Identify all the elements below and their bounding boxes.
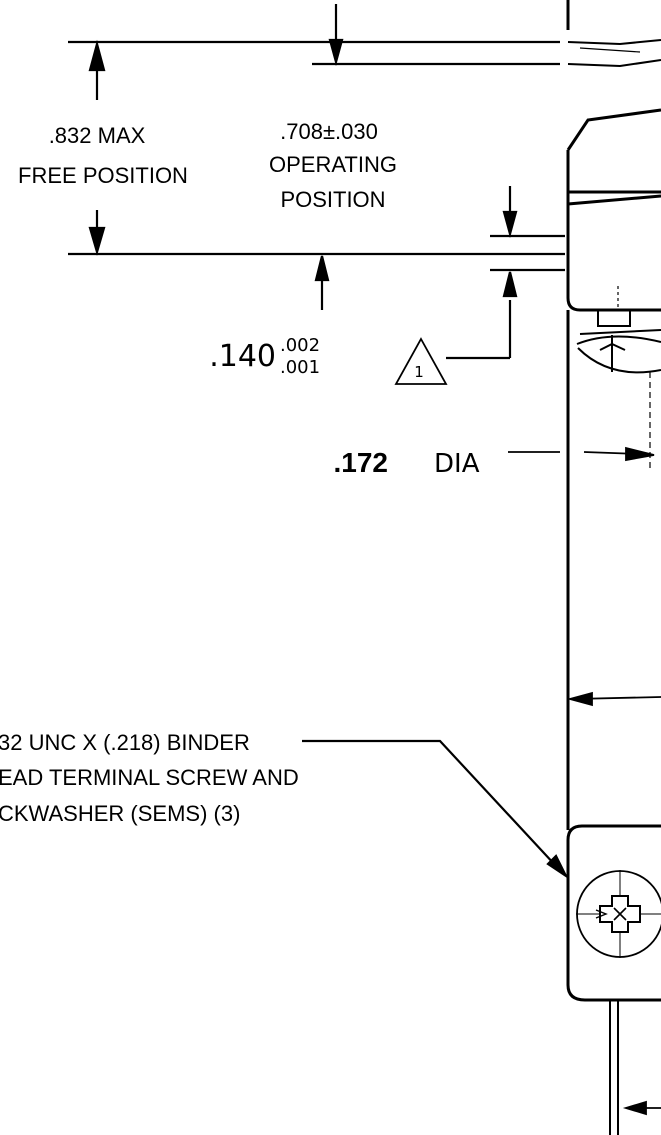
- diameter-leader: [508, 446, 655, 462]
- extension-lines: [68, 40, 565, 272]
- operating-label-line-2: POSITION: [280, 187, 385, 212]
- dimension-labels: .832 MAX FREE POSITION .708±.030 OPERATI…: [18, 119, 480, 479]
- plunger-tolerance-upper: .002: [280, 335, 320, 356]
- dimension-arrows: [88, 4, 518, 360]
- callout-leader: [302, 739, 569, 880]
- note-reference-number: 1: [414, 363, 424, 381]
- callout-line-1: 32 UNC X (.218) BINDER: [0, 730, 250, 755]
- callout-line-3: CKWASHER (SEMS) (3): [0, 801, 240, 826]
- operating-height-value: .708±.030: [280, 119, 378, 144]
- plunger: [576, 286, 661, 374]
- free-position-label: FREE POSITION: [18, 163, 188, 188]
- center-lines: [609, 372, 651, 1135]
- note-triangle-icon: 1: [394, 337, 448, 385]
- diameter-unit: DIA: [434, 449, 480, 479]
- screw-callout: 32 UNC X (.218) BINDER EAD TERMINAL SCRE…: [0, 730, 299, 826]
- phillips-screw-head-icon: [576, 870, 661, 958]
- switch-body: [566, 0, 661, 1002]
- plunger-tolerance-lower: .001: [280, 357, 320, 378]
- bottom-arrow: [622, 1100, 661, 1116]
- plunger-dimension-value: .140: [209, 339, 276, 374]
- operating-label-line-1: OPERATING: [269, 152, 397, 177]
- diameter-value: .172: [334, 447, 389, 478]
- free-height-value: .832 MAX: [49, 123, 146, 148]
- callout-line-2: EAD TERMINAL SCREW AND: [0, 765, 299, 790]
- side-arrow: [566, 691, 661, 707]
